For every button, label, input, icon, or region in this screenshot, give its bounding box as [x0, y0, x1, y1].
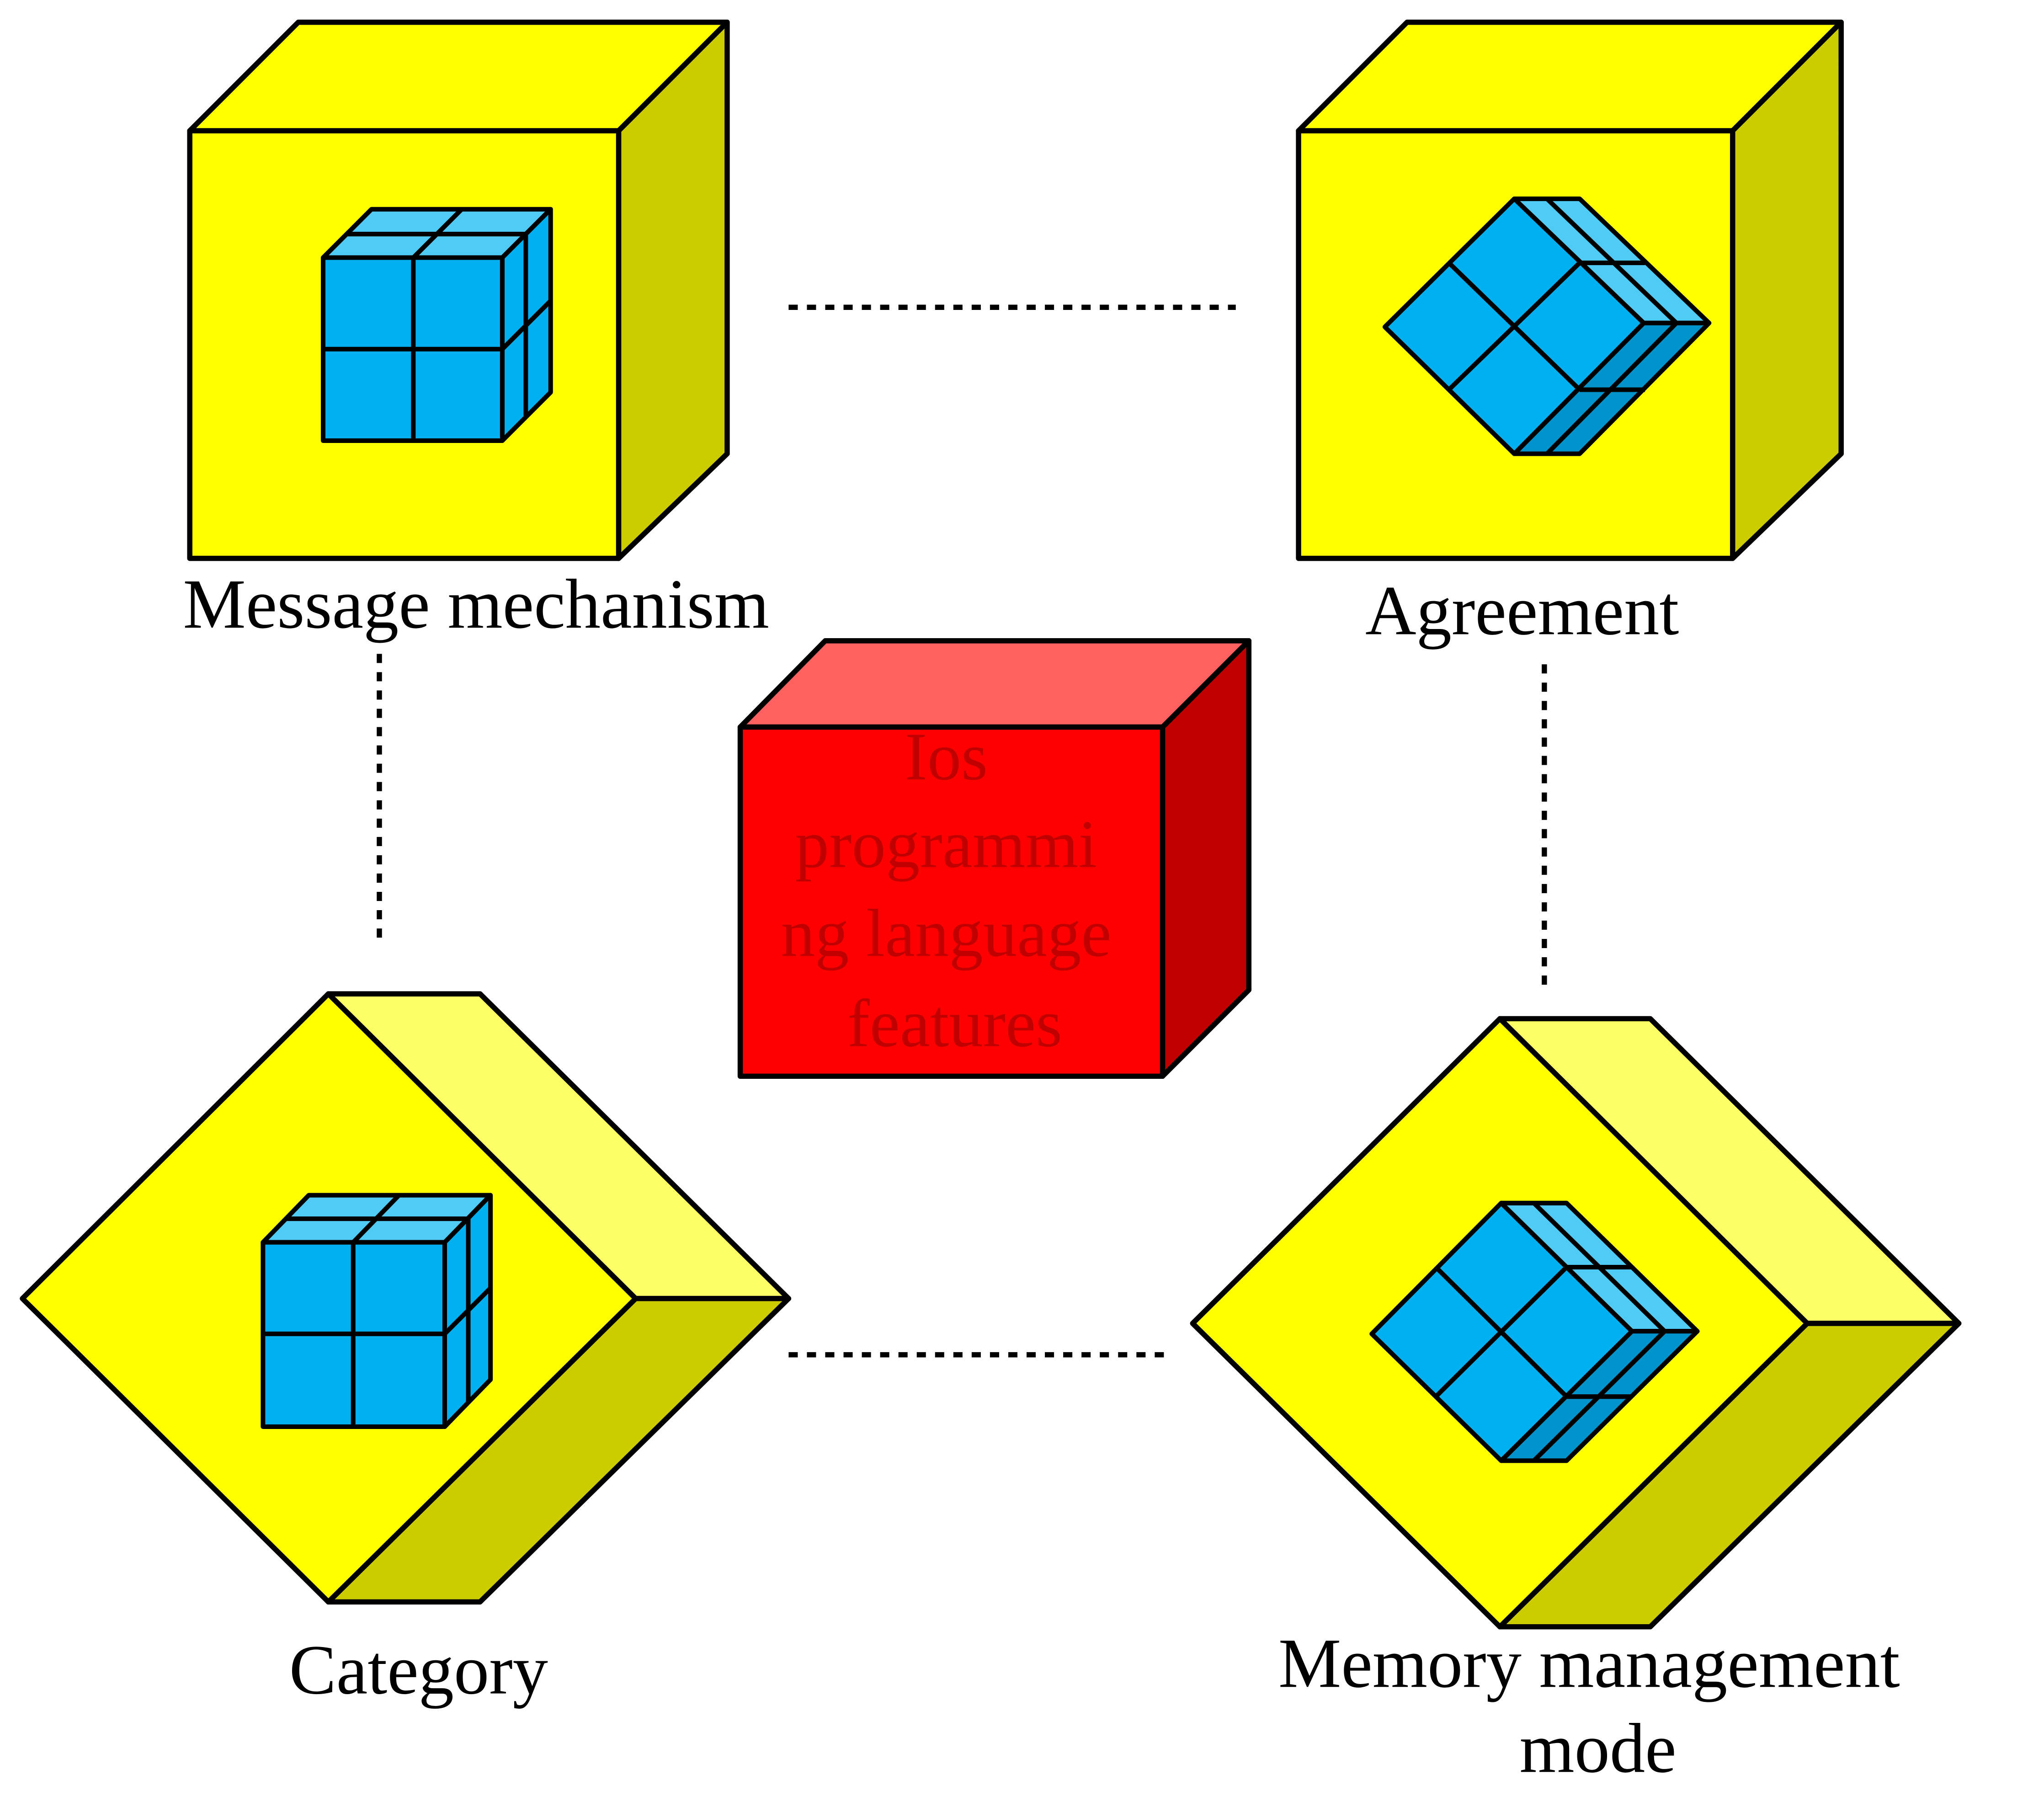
- message-mechanism-label: Message mechanism: [183, 565, 769, 643]
- center-label-line2: programmi: [795, 807, 1097, 882]
- agreement-label: Agreement: [1365, 571, 1679, 650]
- memory-management-label-line2: mode: [1520, 1709, 1677, 1787]
- memory-management-box: [1190, 1016, 1962, 1630]
- memory-management-label: Memory management mode: [1278, 1624, 1917, 1787]
- center-label-line1: Ios: [905, 719, 988, 794]
- message-mechanism-box: [187, 19, 730, 561]
- center-feature-box: [737, 638, 1252, 1079]
- small-rotated-cube-icon: [1382, 196, 1712, 456]
- small-rotated-cube-icon: [1369, 1200, 1700, 1463]
- center-label-line3: ng language: [781, 896, 1112, 971]
- small-cube-icon: [320, 207, 553, 443]
- center-label-line4: features: [847, 986, 1062, 1061]
- small-cube-icon: [261, 1193, 493, 1429]
- memory-management-label-line1: Memory management: [1278, 1624, 1900, 1702]
- category-label: Category: [289, 1631, 548, 1709]
- agreement-box: [1296, 19, 1844, 561]
- category-box: [20, 991, 792, 1605]
- center-feature-label: Ios programmi ng language features: [781, 719, 1128, 1061]
